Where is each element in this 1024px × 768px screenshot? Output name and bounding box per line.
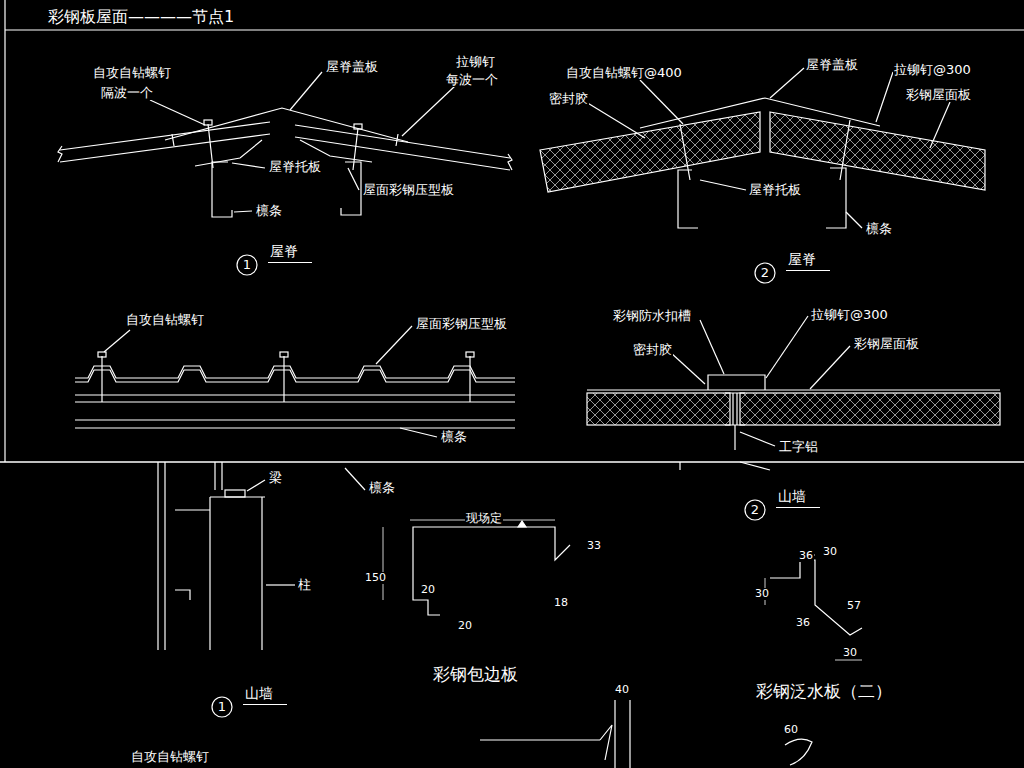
drawing-label: 36	[798, 550, 814, 562]
drawing-label: 檩条	[865, 222, 893, 236]
callout-circle: 1山墙	[211, 696, 233, 718]
drawing-label: 屋面彩钢压型板	[415, 317, 508, 331]
drawing-label: 20	[420, 584, 436, 596]
drawing-label: 梁	[268, 471, 283, 485]
detail-title: 山墙	[243, 685, 287, 705]
drawing-label: 屋脊托板	[748, 183, 802, 197]
drawing-label: 檩条	[440, 430, 468, 444]
callout-number: 2	[744, 499, 766, 521]
callout-circle: 2山墙	[744, 499, 766, 521]
drawing-label: 彩钢屋面板	[905, 88, 972, 102]
detail-title: 屋脊	[268, 243, 312, 263]
drawing-label: 彩钢泛水板（二）	[755, 682, 893, 701]
drawing-label: 现场定	[465, 512, 503, 525]
drawing-label: 彩钢屋面板	[853, 337, 920, 351]
drawing-label: 屋脊托板	[268, 160, 322, 174]
drawing-label: 自攻自钻螺钉	[92, 66, 172, 80]
detail-title: 山墙	[776, 488, 820, 508]
detail-title: 屋脊	[786, 251, 830, 271]
callout-circle: 1屋脊	[236, 254, 258, 276]
callout-number: 2	[754, 262, 776, 284]
drawing-label: 自攻自钻螺钉	[130, 750, 210, 764]
drawing-label: 30	[842, 647, 858, 659]
drawing-label: 檩条	[368, 481, 396, 495]
drawing-label: 57	[846, 600, 862, 612]
callout-circle: 2屋脊	[754, 262, 776, 284]
drawing-label: 60	[783, 724, 799, 736]
drawing-label: 屋面彩钢压型板	[362, 183, 455, 197]
drawing-label: 檩条	[255, 204, 283, 218]
callout-number: 1	[236, 254, 258, 276]
drawing-label: 密封胶	[632, 343, 673, 357]
drawing-label: 40	[614, 684, 630, 696]
drawing-label: 屋脊盖板	[805, 58, 859, 72]
drawing-label: 拉铆钉@300	[893, 63, 972, 77]
drawing-label: 30	[822, 546, 838, 558]
drawing-label: 30	[754, 588, 770, 600]
drawing-label: 拉铆钉@300	[810, 308, 889, 322]
drawing-label: 自攻自钻螺钉@400	[565, 66, 683, 80]
drawing-label: 密封胶	[548, 92, 589, 106]
sheet-title: 彩钢板屋面————节点1	[46, 8, 236, 26]
drawing-label: 自攻自钻螺钉	[125, 313, 205, 327]
drawing-label: 屋脊盖板	[325, 60, 379, 74]
drawing-label: 20	[457, 620, 473, 632]
drawing-label: 柱	[297, 578, 312, 592]
drawing-label: 彩钢包边板	[432, 665, 519, 684]
drawing-label: 拉铆钉	[455, 55, 496, 69]
drawing-label: 18	[553, 597, 569, 609]
drawing-label: 33	[586, 540, 602, 552]
drawing-label: 36	[795, 617, 811, 629]
drawing-label: 150	[364, 572, 387, 584]
drawing-label: 每波一个	[445, 73, 499, 87]
drawing-label: 工字铝	[778, 440, 819, 454]
callout-number: 1	[211, 696, 233, 718]
drawing-label: 隔波一个	[100, 86, 154, 100]
drawing-label: 彩钢防水扣槽	[612, 309, 692, 323]
